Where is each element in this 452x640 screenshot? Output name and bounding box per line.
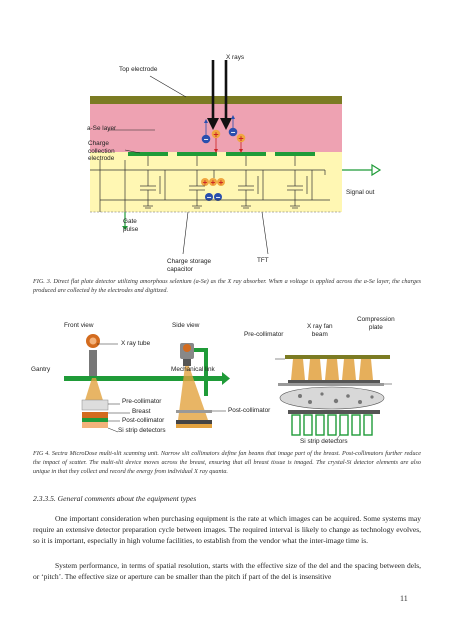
multi-slit-detail bbox=[275, 355, 392, 436]
pixel-circuitry bbox=[90, 156, 330, 212]
side-view-fan-beam bbox=[178, 366, 208, 420]
svg-text:+: + bbox=[203, 178, 208, 187]
front-view-stack bbox=[81, 378, 109, 428]
svg-text:−: − bbox=[204, 135, 209, 144]
signal-out-arrow bbox=[342, 163, 382, 177]
x-ray-tube-front bbox=[86, 334, 118, 378]
x-rays-label: X rays bbox=[226, 54, 245, 61]
svg-text:+: + bbox=[238, 134, 243, 144]
compression-plate-label: Compression plate bbox=[357, 316, 395, 331]
mechanical-link-label: Mechanical link bbox=[171, 366, 215, 373]
top-electrode-label: Top electrode bbox=[119, 66, 158, 73]
x-ray-fan-beam-label: X ray fan beam bbox=[307, 323, 333, 338]
breast-label: Breast bbox=[132, 408, 151, 415]
si-strip-detectors-right-label: Si strip detectors bbox=[300, 438, 348, 445]
stored-charges: + + + − − bbox=[201, 178, 225, 202]
svg-text:−: − bbox=[207, 193, 212, 202]
paragraph-2: System performance, in terms of spatial … bbox=[33, 561, 421, 582]
section-heading: 2.3.3.5. General comments about the equi… bbox=[33, 494, 197, 503]
svg-text:−: − bbox=[216, 193, 221, 202]
gantry-label: Gantry bbox=[31, 366, 51, 373]
side-view-label: Side view bbox=[172, 322, 200, 329]
pre-collimator-left-label: Pre-collimator bbox=[122, 398, 162, 405]
pre-collimator-top-label: Pre-collimator bbox=[244, 331, 284, 338]
side-view-tube bbox=[180, 343, 194, 366]
gantry-bar bbox=[64, 376, 222, 381]
gate-pulse-label: Gate pulse bbox=[123, 218, 139, 233]
top-electrode-plate bbox=[90, 96, 342, 104]
paragraph-1: One important consideration when purchas… bbox=[33, 514, 421, 546]
post-collimator-mid-label: Post-collimator bbox=[228, 407, 271, 414]
signal-out-label: Signal out bbox=[346, 189, 375, 196]
si-strip-detectors-left-label: Si strip detectors bbox=[118, 427, 166, 434]
svg-text:−: − bbox=[231, 128, 236, 137]
svg-text:+: + bbox=[211, 178, 216, 187]
svg-text:+: + bbox=[219, 178, 224, 187]
front-view-label: Front view bbox=[64, 322, 94, 329]
a-se-layer-label: a-Se layer bbox=[87, 125, 117, 132]
tft-label: TFT bbox=[257, 257, 269, 264]
figure-4-caption: FIG 4. Sectra MicroDose multi-slit scann… bbox=[33, 450, 421, 475]
charge-storage-capacitor-label: Charge storage capacitor bbox=[167, 258, 212, 273]
x-ray-arrows bbox=[207, 60, 232, 130]
page-number: 11 bbox=[400, 594, 408, 603]
svg-text:+: + bbox=[213, 130, 218, 140]
post-collimator-left-label: Post-collimator bbox=[122, 417, 165, 424]
charge-carriers-a-se: − + − + bbox=[201, 127, 246, 144]
x-ray-tube-label: X ray tube bbox=[121, 340, 151, 347]
figure-3-caption: FIG. 3. Direct flat plate detector utili… bbox=[33, 278, 421, 294]
charge-collection-electrode-label: Charge collection electrode bbox=[88, 140, 115, 163]
charge-collection-electrodes bbox=[128, 152, 315, 156]
